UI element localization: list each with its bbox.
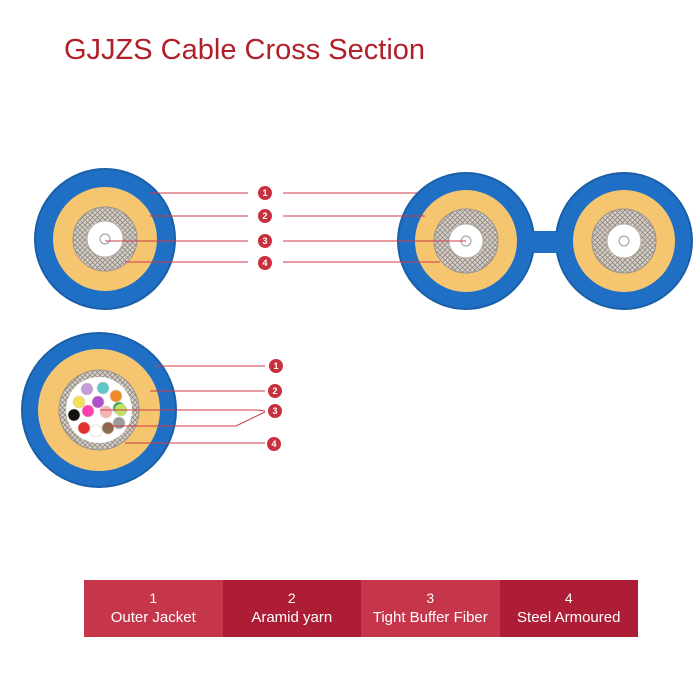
- legend-item-outer-jacket: 1 Outer Jacket: [84, 580, 223, 637]
- svg-text:1: 1: [273, 361, 278, 371]
- marker-4: 4: [258, 256, 272, 270]
- legend-number: 1: [149, 589, 158, 606]
- bridge-web-top: [530, 232, 560, 252]
- legend-item-steel-armoured: 4 Steel Armoured: [499, 580, 638, 637]
- leader-line-3c-lower: [105, 411, 266, 427]
- marker-2: 2: [258, 209, 272, 223]
- svg-text:2: 2: [272, 386, 277, 396]
- fiber-core: [99, 233, 111, 245]
- marker-3: 3: [268, 404, 282, 418]
- fiber-13: [101, 421, 115, 435]
- marker-1: 1: [258, 186, 272, 200]
- marker-4: 4: [267, 437, 281, 451]
- fiber-core-right: [618, 235, 630, 247]
- legend-item-tight-buffer-fiber: 3 Tight Buffer Fiber: [361, 580, 500, 637]
- legend-item-aramid-yarn: 2 Aramid yarn: [222, 580, 361, 637]
- leader-line-3c: [100, 409, 266, 412]
- marker-1: 1: [269, 359, 283, 373]
- svg-text:4: 4: [271, 439, 276, 449]
- legend-number: 2: [287, 589, 296, 606]
- legend-label: Tight Buffer Fiber: [372, 608, 488, 626]
- fiber-12: [89, 424, 103, 438]
- legend-label: Aramid yarn: [251, 608, 333, 626]
- round-cable-single: [34, 168, 176, 310]
- fiber-7: [81, 404, 95, 418]
- fiber-4: [72, 395, 86, 409]
- fiber-1: [80, 382, 94, 396]
- fiber-8: [99, 405, 113, 419]
- marker-group-top: 1 2 3 4: [258, 186, 272, 270]
- marker-3: 3: [258, 234, 272, 248]
- svg-text:3: 3: [272, 406, 277, 416]
- legend-label: Steel Armoured: [517, 608, 621, 626]
- marker-group-bottom: 1 2 3 4: [267, 359, 283, 451]
- leader-lines: [100, 192, 466, 444]
- legend-bar: 1 Outer Jacket 2 Aramid yarn 3 Tight Buf…: [84, 580, 638, 637]
- legend-number: 4: [564, 589, 573, 606]
- diagram-title: GJJZS Cable Cross Section: [64, 34, 426, 66]
- round-cable-multifiber: [21, 332, 177, 488]
- fiber-11: [77, 421, 91, 435]
- svg-text:1: 1: [262, 188, 267, 198]
- svg-text:2: 2: [262, 211, 267, 221]
- fiber-2: [96, 381, 110, 395]
- svg-text:4: 4: [262, 258, 267, 268]
- marker-2: 2: [268, 384, 282, 398]
- legend-number: 3: [426, 589, 435, 606]
- tight-buffer-fiber-bundle: [67, 381, 128, 438]
- fiber-14: [112, 416, 126, 430]
- legend-label: Outer Jacket: [110, 608, 196, 626]
- fiber-5: [91, 395, 105, 409]
- svg-text:3: 3: [262, 236, 267, 246]
- fiber-3: [109, 389, 123, 403]
- fiber-10: [67, 408, 81, 422]
